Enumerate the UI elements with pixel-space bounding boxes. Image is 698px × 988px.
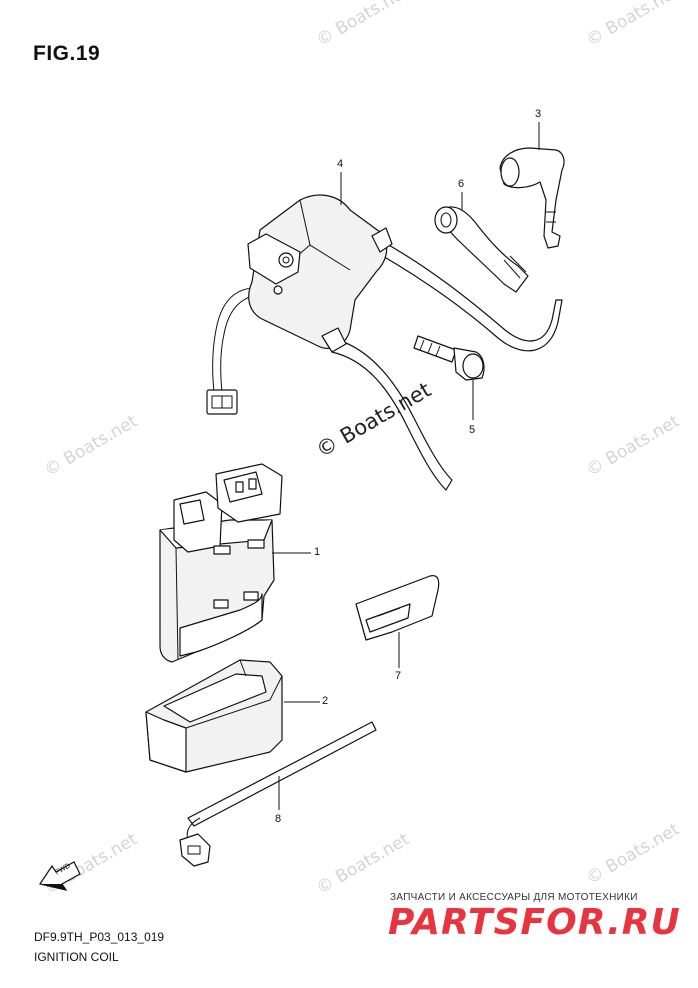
callout-8: 8 (275, 813, 282, 825)
forward-arrow-icon (39, 861, 81, 891)
rubber-holder-part[interactable] (145, 659, 283, 773)
figure-title: FIG.19 (33, 42, 101, 65)
ignition-coil-part[interactable] (206, 194, 563, 491)
callout-5: 5 (469, 424, 476, 436)
callout-1: 1 (314, 546, 321, 558)
bolt-part[interactable] (413, 335, 485, 381)
figure-name: IGNITION COIL (34, 950, 119, 964)
callout-7: 7 (395, 670, 402, 682)
cable-tie-part[interactable] (179, 721, 377, 867)
callout-4: 4 (337, 158, 344, 170)
callout-2: 2 (322, 695, 329, 707)
figure-code: DF9.9TH_P03_013_019 (34, 930, 165, 944)
callout-6: 6 (458, 178, 465, 190)
brand-subtitle: ЗАПЧАСТИ И АКСЕССУАРЫ ДЛЯ МОТОТЕХНИКИ (390, 892, 638, 903)
cdi-unit-part[interactable] (159, 463, 283, 663)
brand-logo: PARTSFOR.RU (388, 902, 681, 943)
callout-3: 3 (535, 108, 542, 120)
spark-plug-cap-part[interactable] (499, 147, 565, 249)
clip-part[interactable] (355, 575, 440, 641)
rubber-boot-part[interactable] (434, 206, 529, 293)
